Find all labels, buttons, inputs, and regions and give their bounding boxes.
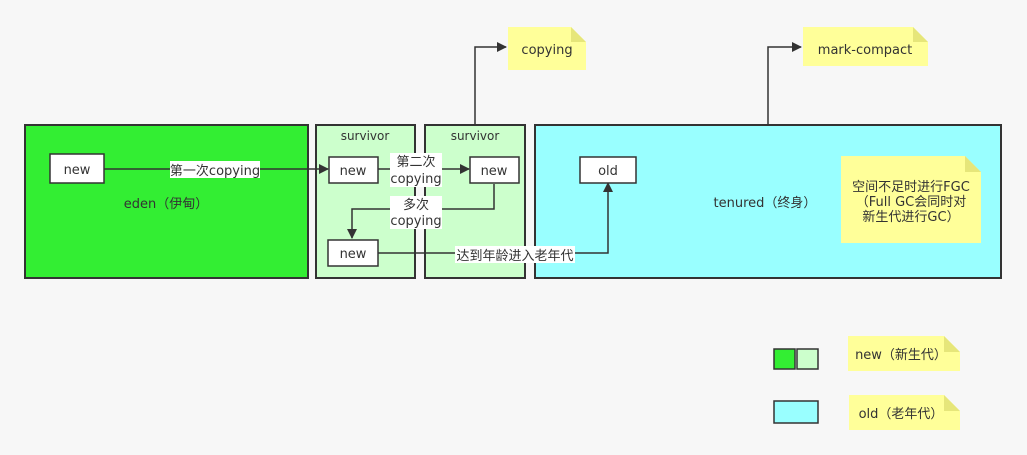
fgc-note: 空间不足时进行FGC （Full GC会同时对 新生代进行GC） — [841, 156, 981, 243]
arrow-to-copying — [474, 42, 507, 125]
multi-copy-label-2: copying — [390, 214, 441, 229]
fgc-note-line-3: 新生代进行GC） — [862, 209, 959, 225]
second-copy-label-bg — [390, 153, 442, 187]
s1-new-label: new — [340, 164, 367, 179]
s1-new-bottom-box — [327, 239, 379, 267]
eden-region — [24, 124, 309, 279]
legend-eden-swatch — [773, 348, 796, 370]
eden-new-label: new — [64, 163, 91, 178]
first-copy-label-bg — [170, 161, 260, 178]
eden-label: eden（伊甸） — [124, 197, 209, 212]
legend-new-label: new（新生代） — [855, 347, 947, 363]
fgc-note-line-2: （Full GC会同时对 — [856, 195, 967, 210]
legend-survivor-swatch — [796, 348, 819, 370]
old-label: old — [598, 164, 618, 179]
legend-old-note: old（老年代） — [849, 395, 960, 430]
legend: new（新生代） old（老年代） — [773, 336, 960, 430]
second-copy-label-2: copying — [390, 172, 441, 187]
copying-note: copying — [508, 27, 586, 70]
mark-compact-note-text: mark-compact — [818, 43, 912, 58]
arrow-to-mark-compact — [767, 42, 802, 125]
old-box — [579, 156, 637, 184]
s2-new-label: new — [481, 164, 508, 179]
survivor-label-1: survivor — [341, 129, 390, 143]
arrow-promote — [378, 182, 613, 254]
mark-compact-note: mark-compact — [803, 27, 928, 66]
survivor-label-2: survivor — [451, 129, 500, 143]
second-copy-label-1: 第二次 — [396, 154, 435, 170]
legend-new-note: new（新生代） — [848, 336, 960, 371]
promote-label-bg — [455, 246, 575, 263]
legend-old-label: old（老年代） — [859, 407, 944, 422]
s1-new-bottom-label: new — [340, 247, 367, 262]
fgc-note-line-1: 空间不足时进行FGC — [852, 180, 970, 195]
promote-label: 达到年龄进入老年代 — [456, 249, 573, 264]
s2-new-box — [469, 156, 520, 184]
first-copy-label: 第一次copying — [170, 163, 260, 179]
copying-note-text: copying — [521, 43, 572, 58]
eden-new-box — [49, 153, 105, 184]
s1-new-box — [328, 156, 379, 184]
multi-copy-label-1: 多次 — [403, 197, 429, 213]
legend-tenured-swatch — [773, 400, 819, 424]
tenured-label: tenured（终身） — [714, 195, 817, 211]
multi-copy-label-bg — [390, 196, 442, 229]
